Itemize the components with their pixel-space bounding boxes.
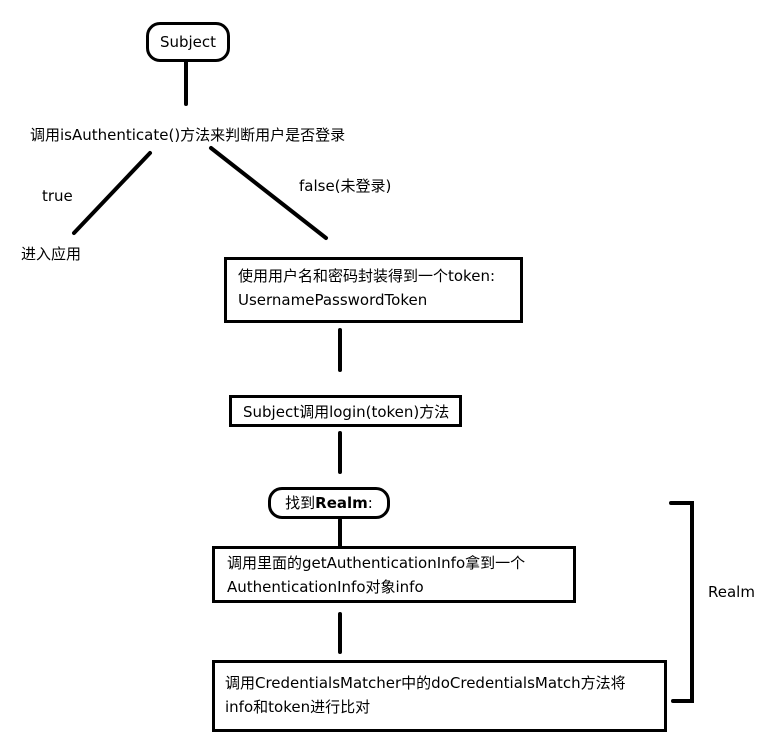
subject-box: Subject — [146, 22, 230, 62]
match-box-line2: info和token进行比对 — [225, 698, 371, 716]
enter-app-label: 进入应用 — [21, 245, 82, 263]
true-label: true — [42, 187, 73, 205]
match-box-line1: 调用CredentialsMatcher中的doCredentialsMatch… — [225, 674, 626, 692]
login-box: Subject调用login(token)方法 — [229, 395, 462, 427]
info-box-line1: 调用里面的getAuthenticationInfo拿到一个 — [227, 554, 526, 572]
false-label: false(未登录) — [299, 177, 392, 195]
false-branch-line — [209, 146, 328, 240]
realm-box: 找到Realm: — [268, 487, 390, 519]
token-box-line2: UsernamePasswordToken — [238, 291, 428, 309]
match-box: 调用CredentialsMatcher中的doCredentialsMatch… — [212, 660, 667, 732]
realm-bracket — [669, 501, 694, 703]
subject-label: Subject — [159, 33, 217, 51]
info-box: 调用里面的getAuthenticationInfo拿到一个 Authentic… — [212, 546, 576, 603]
bracket-label: Realm — [708, 583, 755, 601]
realm-bold: Realm — [315, 494, 368, 512]
login-box-label: Subject调用login(token)方法 — [243, 403, 450, 421]
info-box-line2: AuthenticationInfo对象info — [227, 578, 424, 596]
token-box-line1: 使用用户名和密码封装得到一个token: — [238, 267, 496, 285]
token-box: 使用用户名和密码封装得到一个token: UsernamePasswordTok… — [224, 257, 523, 323]
true-branch-line — [72, 151, 152, 235]
realm-prefix: 找到 — [285, 494, 316, 512]
question-label: 调用isAuthenticate()方法来判断用户是否登录 — [30, 126, 346, 144]
realm-suffix: : — [367, 494, 373, 512]
